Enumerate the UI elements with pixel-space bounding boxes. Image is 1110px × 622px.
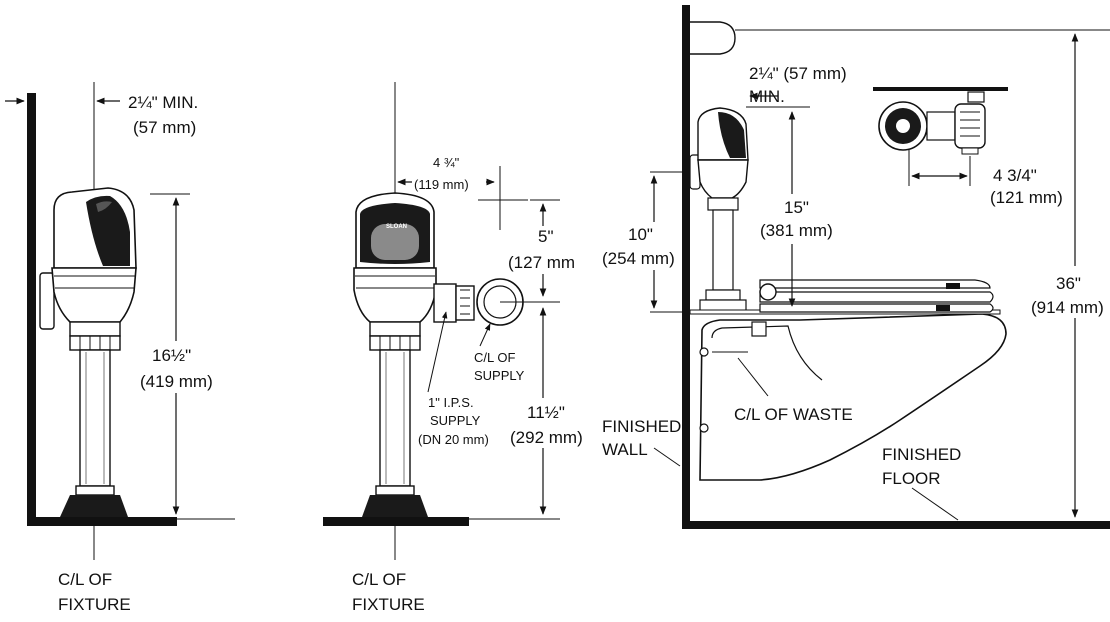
side-offset-mm: (57 mm) [133, 118, 196, 137]
height-36-in: 36" [1056, 274, 1081, 293]
front-flushometer: SLOAN [353, 192, 524, 517]
front-horizontal-mm: (119 mm) [414, 177, 469, 192]
side-wall [27, 93, 36, 526]
front-height-mm: (292 mm) [510, 428, 583, 447]
front-height-in: 11½" [527, 403, 565, 422]
height-10-mm: (254 mm) [602, 249, 675, 268]
supply-size-label-2: SUPPLY [430, 413, 481, 428]
side-height-mm: (419 mm) [140, 372, 213, 391]
finished-floor-label-2: FLOOR [882, 469, 941, 488]
front-vertical-mm: (127 mm [508, 253, 575, 272]
supply-size-label: 1" I.P.S. [428, 395, 474, 410]
front-floor [323, 517, 469, 526]
side-flushometer [39, 187, 137, 517]
finished-floor-label: FINISHED [882, 445, 961, 464]
top-offset-in: 4 3/4" [993, 166, 1037, 185]
height-15-in: 15" [784, 198, 809, 217]
finished-wall-label: FINISHED [602, 417, 681, 436]
front-view: SLOAN [323, 82, 596, 614]
supply-size-label-3: (DN 20 mm) [418, 432, 489, 447]
finished-floor [682, 521, 1110, 529]
side-centerline-label: C/L OF [58, 570, 112, 589]
finished-wall-label-2: WALL [602, 440, 648, 459]
front-vertical-in: 5" [538, 227, 554, 246]
waste-centerline-label: C/L OF WASTE [734, 405, 853, 424]
install-offset-label: 2¼" (57 mm) [749, 64, 847, 83]
top-offset-mm: (121 mm) [990, 188, 1063, 207]
side-centerline-label-2: FIXTURE [58, 595, 131, 614]
toilet-bowl [689, 279, 1007, 481]
height-10-in: 10" [628, 225, 653, 244]
installation-view: 2¼" (57 mm) MIN. 4 3/4" (121 mm) 15" (38… [600, 5, 1110, 529]
install-offset-label-2: MIN. [749, 87, 785, 106]
side-offset-label: 2¼" MIN. [128, 93, 198, 112]
top-view-valve [873, 87, 1008, 155]
installed-flushometer [689, 107, 749, 313]
supply-centerline-label-2: SUPPLY [474, 368, 525, 383]
supply-centerline-label: C/L OF [474, 350, 515, 365]
finished-wall [682, 5, 690, 529]
side-height-in: 16½" [152, 346, 191, 365]
side-view: 2¼" MIN. (57 mm) 16½" (419 mm) C/L OF FI… [5, 82, 235, 614]
front-centerline-label: C/L OF [352, 570, 406, 589]
front-centerline-label-2: FIXTURE [352, 595, 425, 614]
height-15-mm: (381 mm) [760, 221, 833, 240]
height-36-mm: (914 mm) [1031, 298, 1104, 317]
side-floor [27, 517, 177, 526]
front-horizontal-in: 4 ¾" [433, 155, 460, 170]
brand-logo-text: SLOAN [386, 224, 407, 230]
